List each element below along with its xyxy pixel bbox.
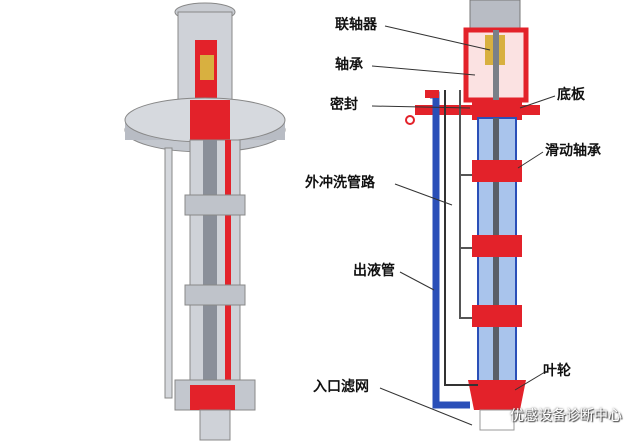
watermark: 优感设备诊断中心 [510, 408, 622, 424]
label-inlet-strainer: 入口滤网 [313, 379, 369, 395]
label-sleeve-bearing: 滑动轴承 [545, 143, 601, 159]
label-coupling: 联轴器 [335, 17, 377, 33]
leader-lines [371, 25, 556, 426]
label-impeller: 叶轮 [543, 363, 571, 379]
cutaway-pump [124, 2, 286, 441]
label-bearing: 轴承 [335, 57, 363, 73]
label-flush-line: 外冲洗管路 [305, 175, 375, 191]
label-seal: 密封 [330, 97, 358, 113]
label-baseplate: 底板 [557, 87, 585, 103]
label-discharge-pipe: 出液管 [353, 263, 395, 279]
schematic-pump [405, 0, 540, 431]
